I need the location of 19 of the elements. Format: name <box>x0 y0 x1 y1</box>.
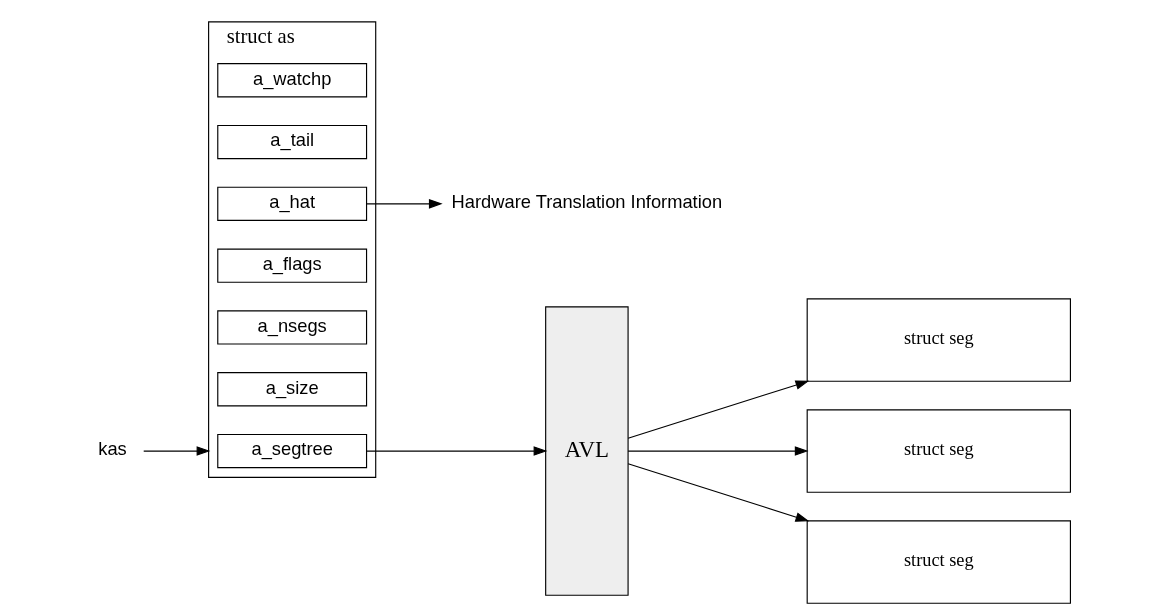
node-box: a_hat <box>216 186 367 221</box>
node-text: kas <box>97 438 127 460</box>
node-box: AVL <box>544 306 629 596</box>
node-text: Hardware Translation Information <box>451 191 722 213</box>
node-box: a_size <box>216 372 367 407</box>
node-box: a_nsegs <box>216 310 367 345</box>
node-box: a_tail <box>216 124 367 160</box>
node-box: struct seg <box>806 298 1071 382</box>
arrow <box>627 446 809 456</box>
arrow <box>627 463 809 522</box>
arrow <box>142 446 210 456</box>
arrow <box>627 380 809 439</box>
arrow <box>365 199 443 209</box>
node-box: a_watchp <box>216 63 367 98</box>
node-box: a_flags <box>216 248 367 283</box>
node-box: a_segtree <box>216 433 367 469</box>
node-box: struct seg <box>806 520 1071 604</box>
arrow <box>365 446 547 456</box>
node-box: struct seg <box>806 409 1071 493</box>
